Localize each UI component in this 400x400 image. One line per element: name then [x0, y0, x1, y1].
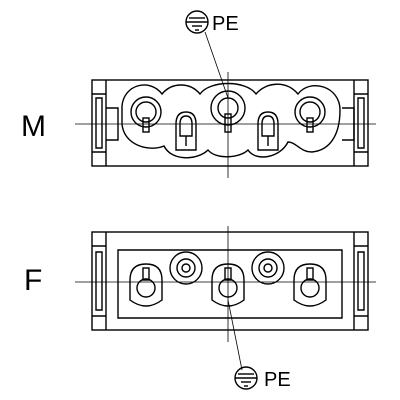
pe-leader-line-bottom [227, 299, 243, 371]
connector-label-male: M [21, 110, 46, 143]
connector-label-female: F [24, 264, 42, 297]
protective-earth-icon-bottom [234, 366, 258, 390]
pe-label-bottom: PE [264, 369, 291, 391]
pe-label-top: PE [212, 13, 239, 35]
male-insert [75, 72, 376, 178]
female-insert [75, 226, 376, 342]
pe-leader-line-top [204, 31, 229, 99]
protective-earth-icon-top [185, 10, 209, 34]
